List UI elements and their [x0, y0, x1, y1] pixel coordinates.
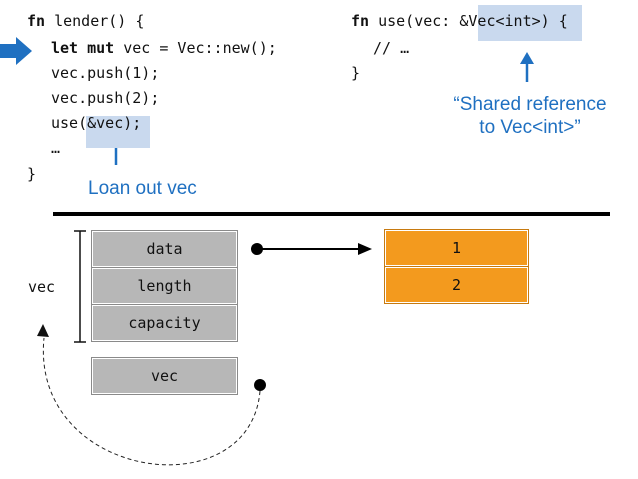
code-line-use-close-brace: } — [351, 64, 361, 82]
vec-ref-highlight — [86, 116, 150, 148]
data-pointer-dot — [251, 243, 263, 255]
data-pointer-arrow-head-icon — [358, 243, 372, 255]
code-line-push-2: vec.push(2); — [51, 89, 160, 107]
field-data: data — [91, 230, 238, 268]
loan-out-label: Loan out vec — [88, 178, 197, 199]
ref-pointer-dashed-arrow — [42, 337, 261, 466]
ref-pointer-dot — [254, 379, 266, 391]
code-line-close-brace: } — [27, 165, 37, 183]
code-line-comment: // … — [373, 39, 410, 57]
field-capacity: capacity — [91, 304, 238, 342]
code-line-ellipsis: … — [51, 139, 61, 157]
reference-vec: vec — [91, 357, 238, 395]
current-line-arrow-icon — [0, 37, 32, 65]
heap-cell-2: 2 — [384, 266, 529, 304]
code-line-let-mut: let mut vec = Vec::new(); — [51, 39, 277, 57]
vec-type-highlight — [478, 5, 582, 41]
code-line-push-1: vec.push(1); — [51, 64, 160, 82]
vec-label: vec — [28, 278, 56, 296]
code-line-use-call: use(&vec); — [51, 114, 142, 132]
ref-pointer-arrow-head-icon — [37, 324, 49, 337]
code-line-fn-use: fn use(vec: &Vec<int>) { — [351, 12, 568, 30]
shared-reference-label: “Shared reference to Vec<int>” — [453, 94, 607, 138]
code-line-fn-lender: fn lender() { — [27, 12, 145, 30]
field-length: length — [91, 267, 238, 305]
shared-ref-arrow-head-icon — [520, 52, 534, 64]
heap-cell-1: 1 — [384, 229, 529, 267]
